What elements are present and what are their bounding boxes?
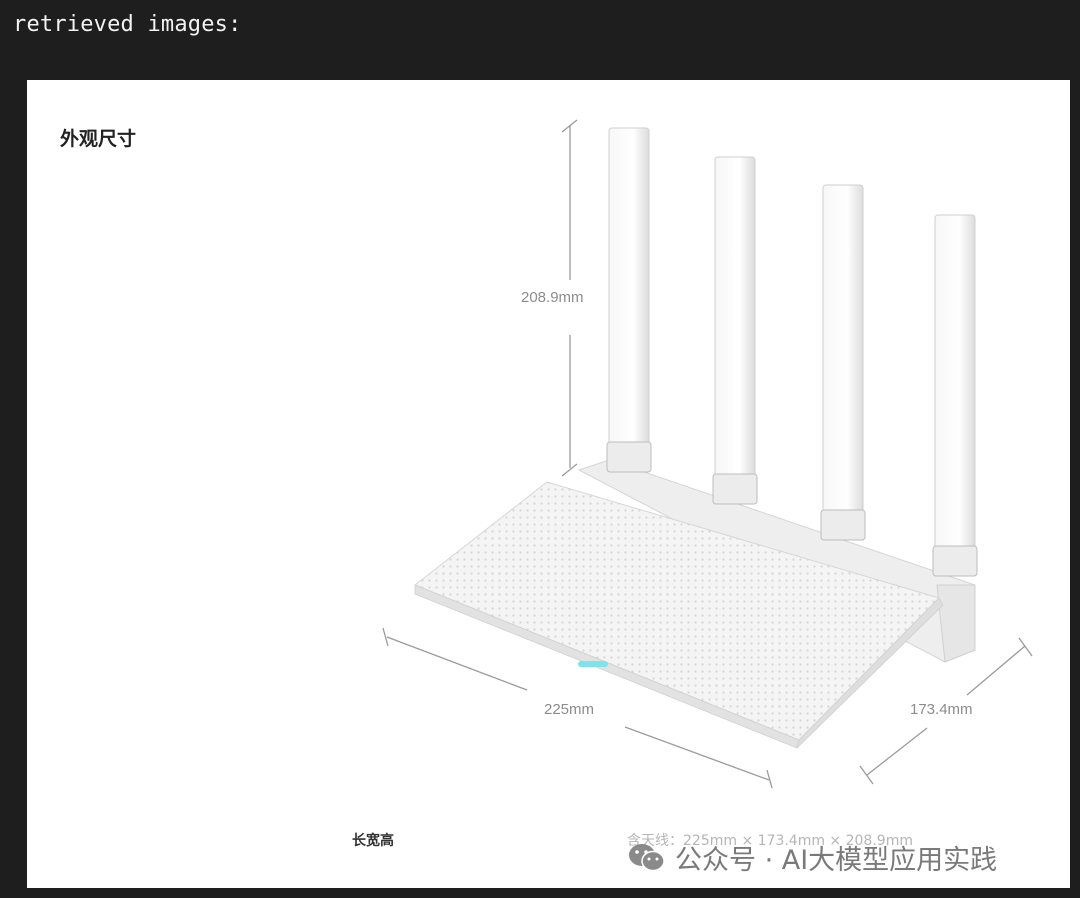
dimension-label-height: 208.9mm (521, 289, 584, 306)
retrieved-image: 外观尺寸 (27, 80, 1070, 888)
antenna-4 (932, 214, 978, 577)
antenna-1 (606, 127, 652, 473)
antenna-2 (712, 156, 758, 505)
spec-name: 长宽高 (352, 833, 394, 849)
watermark-text: 公众号 · AI大模型应用实践 (675, 845, 998, 876)
length-dimension-line (382, 627, 773, 789)
watermark: 公众号 · AI大模型应用实践 (627, 838, 997, 877)
status-indicator-light (578, 661, 608, 667)
spec-value: 含天线：225mm × 173.4mm × 208.9mm (627, 833, 913, 849)
router-illustration (382, 119, 1033, 789)
depth-dimension-line (859, 637, 1033, 785)
dimension-label-depth: 173.4mm (910, 701, 973, 718)
antenna-3 (820, 184, 866, 541)
section-title: 外观尺寸 (60, 128, 137, 150)
wechat-icon (629, 843, 665, 871)
height-dimension-line (561, 119, 578, 477)
terminal-output-line: retrieved images: (13, 12, 242, 37)
dimension-label-length: 225mm (544, 701, 595, 718)
